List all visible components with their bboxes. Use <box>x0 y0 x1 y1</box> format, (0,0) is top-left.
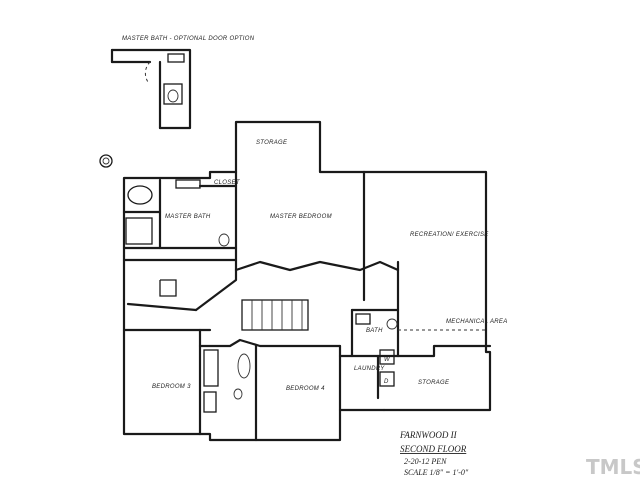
fixtures <box>125 179 398 413</box>
watermark: TMLS <box>586 455 640 479</box>
plan-scale: SCALE 1/8" = 1'-0" <box>404 468 469 477</box>
exterior-walls <box>122 120 492 442</box>
plan-date: 2-20-12 PEN <box>404 457 447 466</box>
north-arrow-icon <box>99 154 113 168</box>
plan-name: FARNWOOD II <box>399 430 458 440</box>
interior-walls <box>122 170 492 442</box>
inset-label: MASTER BATH - OPTIONAL DOOR OPTION <box>122 36 255 42</box>
room-recreation: RECREATION/ EXERCISE <box>410 232 489 238</box>
title-block: FARNWOOD II SECOND FLOOR 2-20-12 PEN SCA… <box>399 430 469 477</box>
room-closet: CLOSET <box>214 180 241 186</box>
room-bedroom4: BEDROOM 4 <box>286 386 325 392</box>
room-bedroom3: BEDROOM 3 <box>152 384 191 390</box>
plan-floor: SECOND FLOOR <box>400 444 467 454</box>
room-laundry: LAUNDRY <box>354 366 385 372</box>
inset-detail: MASTER BATH - OPTIONAL DOOR OPTION <box>110 36 255 130</box>
washer-label: W <box>384 357 391 363</box>
room-master-bedroom: MASTER BEDROOM <box>270 214 332 220</box>
room-mechanical: MECHANICAL AREA <box>446 319 508 325</box>
dryer-label: D <box>384 379 389 385</box>
room-storage: STORAGE <box>256 140 288 146</box>
room-master-bath: MASTER BATH <box>165 214 211 220</box>
room-storage-2: STORAGE <box>418 380 450 386</box>
room-bath: BATH <box>366 328 383 334</box>
